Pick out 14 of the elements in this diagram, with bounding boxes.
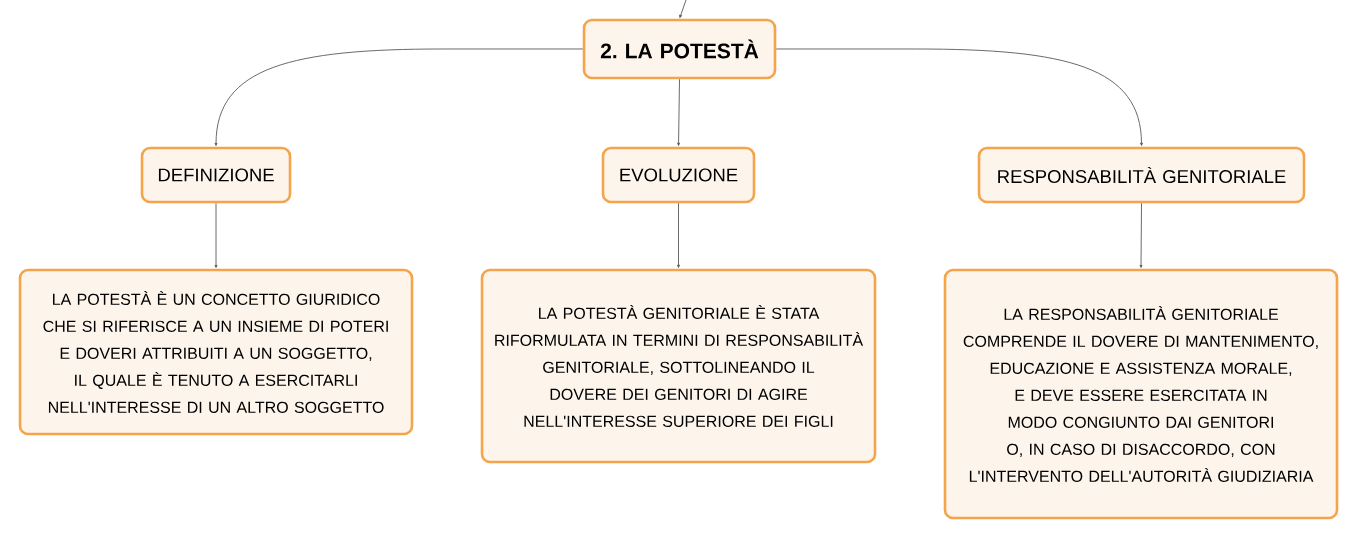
heading-box: DEFINIZIONE xyxy=(140,146,292,204)
heading-box: RESPONSABILITÀ GENITORIALE xyxy=(977,146,1306,204)
arrow xyxy=(677,202,680,268)
heading-box: EVOLUZIONE xyxy=(601,146,756,204)
text-box: LA POTESTÀ È UN CONCETTO GIURIDICO CHE SI RIFERISCE A UN INSIEME DI POTERI E DOVERI ATTRIBUITI A UN SOGGETTO, IL QUALE È TENUTO A ESERCITARLI NELL'INTERESSE DI UN ALTRO SOGGETTO xyxy=(18,268,414,436)
topic-box: 2. LA POTESTÀ xyxy=(582,18,777,80)
arrow xyxy=(679,0,687,19)
arrow xyxy=(1139,202,1143,268)
arrow xyxy=(214,202,218,268)
arrow xyxy=(214,48,584,146)
arrow xyxy=(677,78,680,146)
text-box: LA POTESTÀ GENITORIALE È STATA RIFORMULATA IN TERMINI DI RESPONSABILITÀ GENITORIALE, SOTTOLINEANDO IL DOVERE DEI GENITORI DI AGIRE NELL'INTERESSE SUPERIORE DEI FIGLI xyxy=(480,268,877,464)
arrow xyxy=(775,48,1143,146)
text-box: LA RESPONSABILITÀ GENITORIALE COMPRENDE IL DOVERE DI MANTENIMENTO, EDUCAZIONE E ASSISTENZA MORALE, E DEVE ESSERE ESERCITATA IN MODO CONGIUNTO DAI GENITORI O, IN CASO DI DISACCORDO, CON L'INTERVENTO DELL'AUTORITÀ GIUDIZIARIA xyxy=(943,268,1339,520)
